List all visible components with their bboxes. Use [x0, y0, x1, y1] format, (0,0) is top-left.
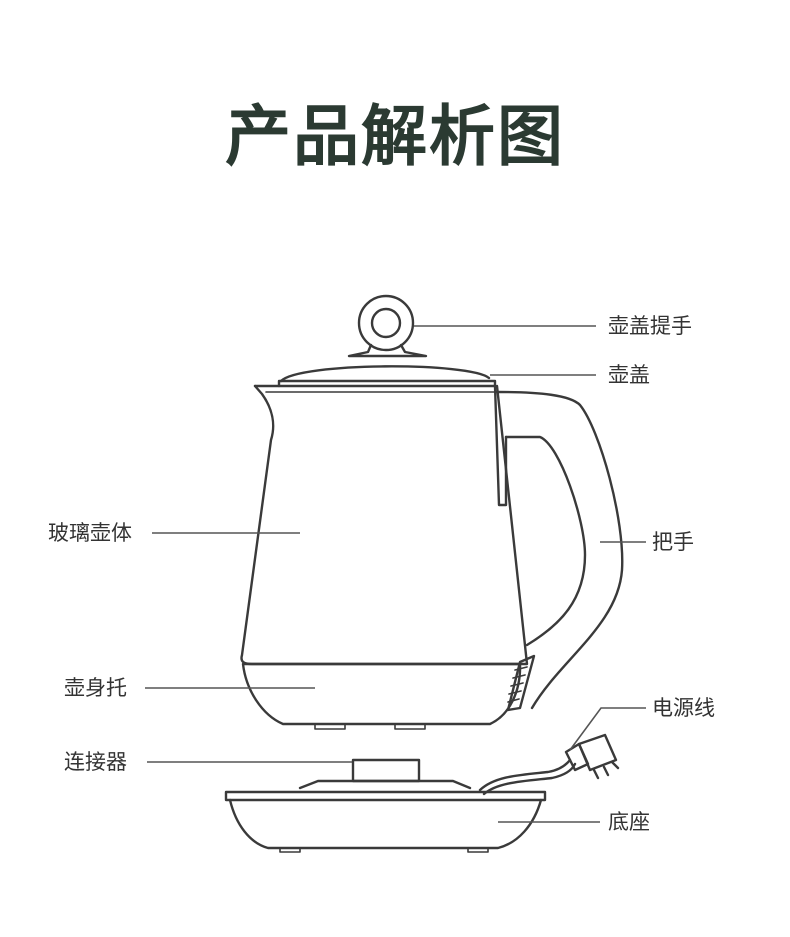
page-title: 产品解析图 [225, 98, 565, 175]
glass-body-drawing [240, 384, 529, 666]
label-base: 底座 [608, 810, 650, 834]
label-connector: 连接器 [64, 750, 127, 774]
body-base-drawing [241, 662, 522, 730]
label-handle: 把手 [652, 530, 694, 554]
lid-handle-drawing [347, 294, 428, 358]
label-body-base: 壶身托 [64, 676, 127, 700]
label-power-cord: 电源线 [652, 696, 715, 720]
leader-lines [145, 325, 646, 823]
connector-drawing [298, 758, 472, 790]
power-cord-drawing [478, 733, 620, 796]
label-lid: 壶盖 [608, 363, 650, 387]
label-lid-handle: 壶盖提手 [608, 314, 692, 338]
base-drawing [224, 790, 547, 853]
label-glass-body: 玻璃壶体 [48, 521, 132, 545]
lid-drawing [277, 365, 497, 388]
